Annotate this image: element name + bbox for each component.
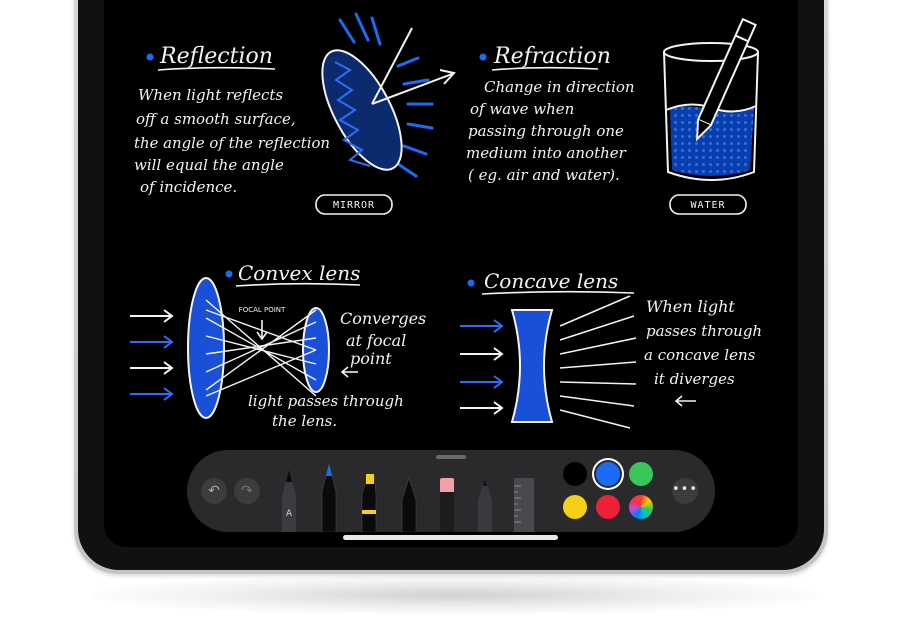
highlighter-icon[interactable] xyxy=(358,470,380,532)
pen-letter: A xyxy=(286,509,293,519)
concave-side-line: When light xyxy=(646,297,735,316)
bullet-icon xyxy=(467,279,475,287)
fountain-pen-icon[interactable] xyxy=(398,476,420,532)
convex-note: Convex lens xyxy=(130,261,426,430)
ruler-icon[interactable] xyxy=(512,476,536,532)
redo-icon: ↷ xyxy=(241,483,253,499)
convex-bottom-line: the lens. xyxy=(272,412,337,430)
device-shadow xyxy=(90,575,820,615)
concave-side-line: passes through xyxy=(646,322,762,340)
refraction-line: medium into another xyxy=(466,144,627,162)
pencil-icon[interactable] xyxy=(474,474,496,532)
refraction-line: Change in direction xyxy=(484,78,635,96)
title-underline xyxy=(491,66,599,71)
mirror-tag: MIRROR xyxy=(333,200,375,211)
eraser-icon[interactable] xyxy=(436,474,458,532)
convex-side-line: Converges xyxy=(340,309,426,328)
reflection-line: the angle of the reflection xyxy=(134,134,330,152)
title-underline xyxy=(235,282,361,287)
focal-point-label: FOCAL POINT xyxy=(239,306,286,314)
concave-side-line: it diverges xyxy=(654,370,735,388)
color-swatch-black[interactable] xyxy=(563,462,587,486)
reflection-line: of incidence. xyxy=(140,178,237,196)
concave-note: Concave lens xyxy=(460,269,762,429)
reflection-note: Reflection When light reflects off a smo… xyxy=(134,12,456,215)
marker-icon[interactable] xyxy=(318,458,340,532)
water-tag-outline xyxy=(669,194,747,215)
mirror-drawing xyxy=(321,12,456,178)
convex-bottom-line: light passes through xyxy=(248,392,404,410)
concave-title: Concave lens xyxy=(484,269,618,293)
refraction-line: ( eg. air and water). xyxy=(468,166,620,184)
color-picker-multicolor[interactable] xyxy=(629,495,653,519)
reflection-line: When light reflects xyxy=(138,86,283,104)
reflection-line: off a smooth surface, xyxy=(136,110,296,128)
refraction-note: Refraction Change in direction of wave w… xyxy=(466,17,759,215)
pen-icon[interactable]: A xyxy=(278,466,300,532)
title-underline xyxy=(481,290,635,295)
home-indicator[interactable] xyxy=(343,535,558,540)
convex-lens-drawing xyxy=(130,277,358,419)
mirror-tag-outline xyxy=(315,194,393,215)
undo-icon: ↶ xyxy=(208,483,220,499)
color-swatch-yellow[interactable] xyxy=(563,495,587,519)
convex-side-line: point xyxy=(350,349,392,368)
convex-title: Convex lens xyxy=(238,261,360,285)
refraction-title: Refraction xyxy=(493,44,611,69)
bullet-icon xyxy=(146,53,154,61)
redo-button[interactable]: ↷ xyxy=(234,478,260,504)
water-tag: WATER xyxy=(690,200,725,211)
reflection-title: Reflection xyxy=(159,44,273,69)
concave-side-line: a concave lens xyxy=(644,346,756,364)
sketch-layer: Reflection When light reflects off a smo… xyxy=(130,12,762,430)
ellipsis-icon: ••• xyxy=(672,482,699,497)
refraction-line: passing through one xyxy=(468,122,624,140)
bullet-icon xyxy=(479,53,487,61)
more-options-button[interactable]: ••• xyxy=(672,478,698,504)
undo-button[interactable]: ↶ xyxy=(201,478,227,504)
color-swatch-blue[interactable] xyxy=(596,462,620,486)
color-swatch-red[interactable] xyxy=(596,495,620,519)
refraction-line: of wave when xyxy=(470,100,574,118)
convex-side-line: at focal xyxy=(346,331,406,350)
title-underline xyxy=(157,66,276,71)
toolbar-grabber[interactable] xyxy=(436,455,466,459)
bullet-icon xyxy=(225,270,233,278)
concave-lens-drawing xyxy=(460,295,696,429)
mirror-rays xyxy=(338,12,434,178)
reflection-line: will equal the angle xyxy=(134,156,284,174)
water-glass-drawing xyxy=(663,17,759,181)
color-swatch-green[interactable] xyxy=(629,462,653,486)
